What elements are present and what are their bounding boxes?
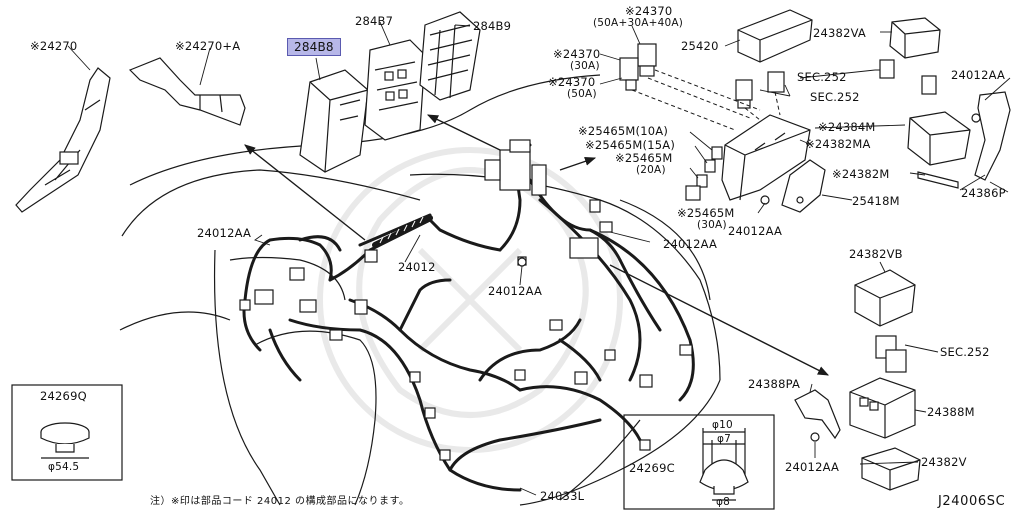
- label-24012aa-center: 24012AA: [488, 284, 543, 298]
- part-24269q-grommet: [40, 422, 90, 459]
- part-25418m-bracket: [781, 159, 826, 213]
- harness-connectors: [239, 139, 693, 461]
- wiring-harness: [242, 143, 695, 492]
- part-284b9-cover: [419, 11, 481, 101]
- part-24382va-cover: [889, 17, 941, 59]
- label-24382m: ※24382M: [832, 167, 890, 181]
- dimension-54-5: φ54.5: [48, 461, 80, 473]
- label-24370-top-sub: (50A+30A+40A): [593, 17, 684, 29]
- label-24384m: ※24384M: [818, 120, 876, 134]
- footnote: 注）※印は部品コード 24012 の構成部品になります。: [150, 496, 410, 507]
- part-24382m-clip: [917, 171, 959, 189]
- part-284b8-ipdm: [299, 69, 369, 173]
- label-25465m-15a: ※25465M(15A): [585, 138, 676, 152]
- label-24388pa: 24388PA: [748, 377, 801, 391]
- label-284b7: 284B7: [355, 14, 394, 28]
- part-24269c-grommet: [699, 428, 749, 501]
- label-24370-top: ※24370: [625, 4, 673, 18]
- conduit-hatching: [379, 216, 424, 244]
- arrows: [244, 114, 829, 376]
- label-24270: ※24270: [30, 39, 78, 53]
- label-24370-30a-sub: (30A): [570, 60, 600, 72]
- part-sec252-relays: [735, 71, 785, 109]
- label-24382v: 24382V: [921, 455, 967, 469]
- part-24270a-bracket: [128, 57, 246, 126]
- label-25465m-30a-sub: (30A): [697, 219, 727, 231]
- part-24269c-box: [623, 414, 775, 510]
- label-25465m-10a: ※25465M(10A): [578, 124, 669, 138]
- label-24012aa-mid: 24012AA: [728, 224, 783, 238]
- part-24370-fuses: [619, 43, 657, 91]
- label-25465m-20a-sub: (20A): [636, 164, 666, 176]
- label-25418m: 25418M: [852, 194, 900, 208]
- part-24382v-cover: [861, 447, 921, 491]
- label-24370-50a-sub: (50A): [567, 88, 597, 100]
- label-sec252-a: SEC.252: [797, 70, 847, 84]
- label-24370-50a: ※24370: [548, 75, 596, 89]
- part-24382vb-cover: [854, 269, 916, 327]
- part-24384m-box: [907, 111, 971, 166]
- dimension-7: φ7: [717, 433, 732, 445]
- label-sec252-b: SEC.252: [810, 90, 860, 104]
- label-25465m-20a: ※25465M: [615, 151, 673, 165]
- part-24386p-bracket: [974, 91, 1011, 181]
- label-284b8-highlighted[interactable]: 284B8: [287, 38, 341, 56]
- label-284b9: 284B9: [473, 19, 512, 33]
- label-24270a: ※24270+A: [175, 39, 241, 53]
- dimension-8: φ8: [716, 496, 731, 508]
- label-24382ma: ※24382MA: [805, 137, 871, 151]
- label-24370-30a: ※24370: [553, 47, 601, 61]
- part-sec252-small-relays: [879, 59, 937, 95]
- label-sec252-c: SEC.252: [940, 345, 990, 359]
- label-24012aa-right: 24012AA: [663, 237, 718, 251]
- bolt-icon-group: [517, 113, 981, 442]
- label-24382vb: 24382VB: [849, 247, 903, 261]
- part-24269q-box: [11, 384, 123, 481]
- harness-conduit: [372, 215, 433, 248]
- label-24012aa-top-right: 24012AA: [951, 68, 1006, 82]
- label-24012aa-bottom-right: 24012AA: [785, 460, 840, 474]
- part-25420-relay: [737, 9, 813, 63]
- part-24382ma-box: [721, 114, 811, 201]
- label-24269c: 24269C: [629, 461, 675, 475]
- part-sec252-relay-right: [875, 335, 907, 373]
- part-284b7-fuse-block: [364, 39, 426, 141]
- label-24382va: 24382VA: [813, 26, 866, 40]
- label-24386p: 24386P: [961, 186, 1006, 200]
- label-25420: 25420: [681, 39, 719, 53]
- label-24269q: 24269Q: [40, 389, 87, 403]
- label-25465m-30a: ※25465M: [677, 206, 735, 220]
- label-24012: 24012: [398, 260, 436, 274]
- vehicle-body-outline: [119, 74, 721, 506]
- dashed-guides: [631, 69, 781, 131]
- label-24388m: 24388M: [927, 405, 975, 419]
- diagram-code: J24006SC: [938, 494, 1006, 509]
- part-24388m-block: [849, 377, 916, 439]
- label-24033l: 24033L: [540, 489, 585, 503]
- leader-lines: [67, 21, 1011, 496]
- part-24270-bracket: [15, 67, 111, 213]
- part-24388pa-bracket: [794, 389, 841, 440]
- part-25465m-fuses: [685, 146, 723, 201]
- dimension-10: φ10: [712, 419, 733, 431]
- label-24012aa-left: 24012AA: [197, 226, 252, 240]
